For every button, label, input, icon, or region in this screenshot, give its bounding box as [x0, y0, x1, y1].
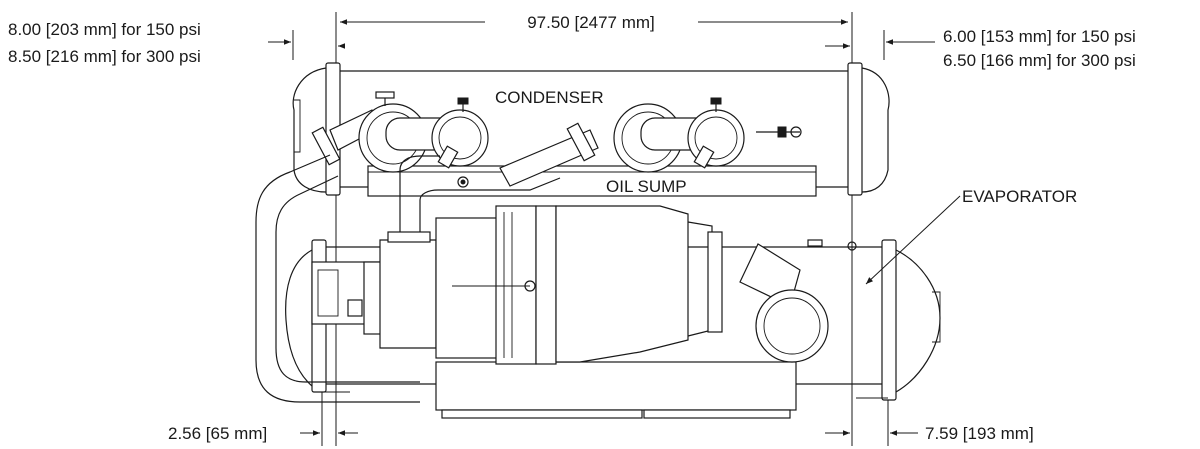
unit-base [322, 361, 888, 419]
left-clearance-300-label: 8.50 [216 mm] for 300 psi [8, 47, 201, 66]
dimension-lines [268, 19, 935, 436]
oil-sump [367, 165, 817, 197]
left-clearance-150-label: 8.00 [203 mm] for 150 psi [8, 20, 201, 39]
bottom-left-dimension-label: 2.56 [65 mm] [168, 424, 267, 443]
compressor-motor [311, 205, 857, 365]
bottom-right-dimension-label: 7.59 [193 mm] [925, 424, 1034, 443]
condenser-piping [311, 91, 802, 232]
condenser-label: CONDENSER [495, 88, 604, 107]
refrigerant-loop-pipe [255, 154, 420, 403]
evaporator-leader [865, 195, 961, 285]
oil-sump-label: OIL SUMP [606, 177, 687, 196]
right-clearance-150-label: 6.00 [153 mm] for 150 psi [943, 27, 1136, 46]
right-clearance-300-label: 6.50 [166 mm] for 300 psi [943, 51, 1136, 70]
overall-length-label: 97.50 [2477 mm] [527, 13, 655, 32]
evaporator-label: EVAPORATOR [962, 187, 1077, 206]
